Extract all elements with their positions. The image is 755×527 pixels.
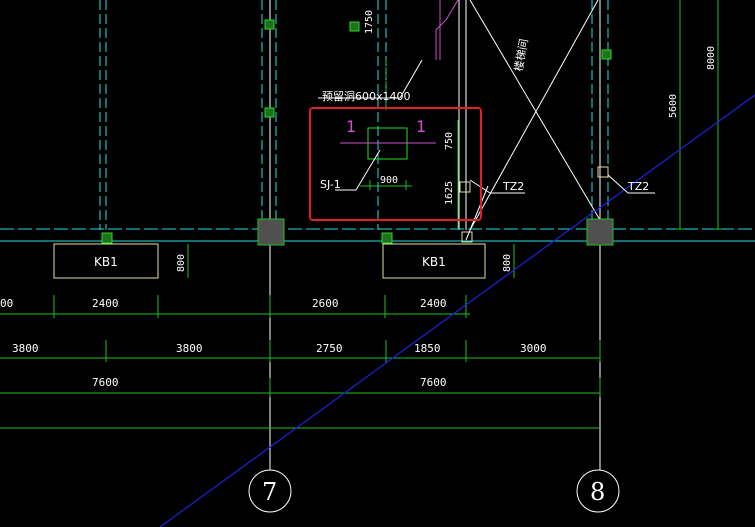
vertical-grid-lines — [99, 0, 609, 230]
axis-lines — [269, 0, 601, 470]
axis-label-7: 7 — [262, 478, 277, 506]
dim-750: 750 — [444, 132, 455, 150]
dim-1750: 1750 — [364, 10, 375, 34]
columns — [101, 19, 614, 246]
dim-5600: 5600 — [668, 94, 679, 118]
dim-8000: 8000 — [706, 46, 717, 70]
dim-800-left: 800 — [176, 254, 187, 272]
tz-label-left: TZ2 — [502, 180, 524, 193]
dim-row2: 1850 — [414, 342, 441, 355]
sj-label: SJ-1 — [320, 178, 341, 191]
dimension-lines — [0, 0, 722, 429]
stair-cross — [469, 0, 601, 231]
section-mark-right: 1 — [416, 117, 426, 136]
dim-row1: 00 — [0, 297, 13, 310]
dim-row2: 3000 — [520, 342, 547, 355]
opening-symbol — [318, 59, 655, 241]
axis-label-8: 8 — [590, 478, 605, 506]
dim-row2: 3800 — [12, 342, 39, 355]
dim-1625: 1625 — [444, 181, 455, 205]
beam-label-right: KB1 — [422, 255, 446, 269]
opening-label: 预留洞600x1400 — [322, 90, 411, 103]
dim-row3: 7600 — [420, 376, 447, 389]
dim-row1: 2400 — [92, 297, 119, 310]
diagonal-line — [159, 94, 755, 527]
magenta-fragments — [435, 0, 459, 60]
beam-boxes — [53, 243, 486, 279]
dim-row2: 3800 — [176, 342, 203, 355]
highlight-box — [309, 107, 482, 221]
horizontal-grid — [0, 228, 755, 242]
column-8 — [586, 218, 614, 246]
dim-800-right: 800 — [502, 254, 513, 272]
column-7 — [257, 218, 285, 246]
dim-row1: 2400 — [420, 297, 447, 310]
tz-label-right: TZ2 — [627, 180, 649, 193]
dim-row2: 2750 — [316, 342, 343, 355]
beam-label-left: KB1 — [94, 255, 118, 269]
dim-row1: 2600 — [312, 297, 339, 310]
axis-bubbles — [248, 469, 620, 513]
stair-label: 楼梯间 — [511, 38, 531, 73]
dim-900: 900 — [380, 175, 398, 186]
section-mark-left: 1 — [346, 117, 356, 136]
dim-row3: 7600 — [92, 376, 119, 389]
